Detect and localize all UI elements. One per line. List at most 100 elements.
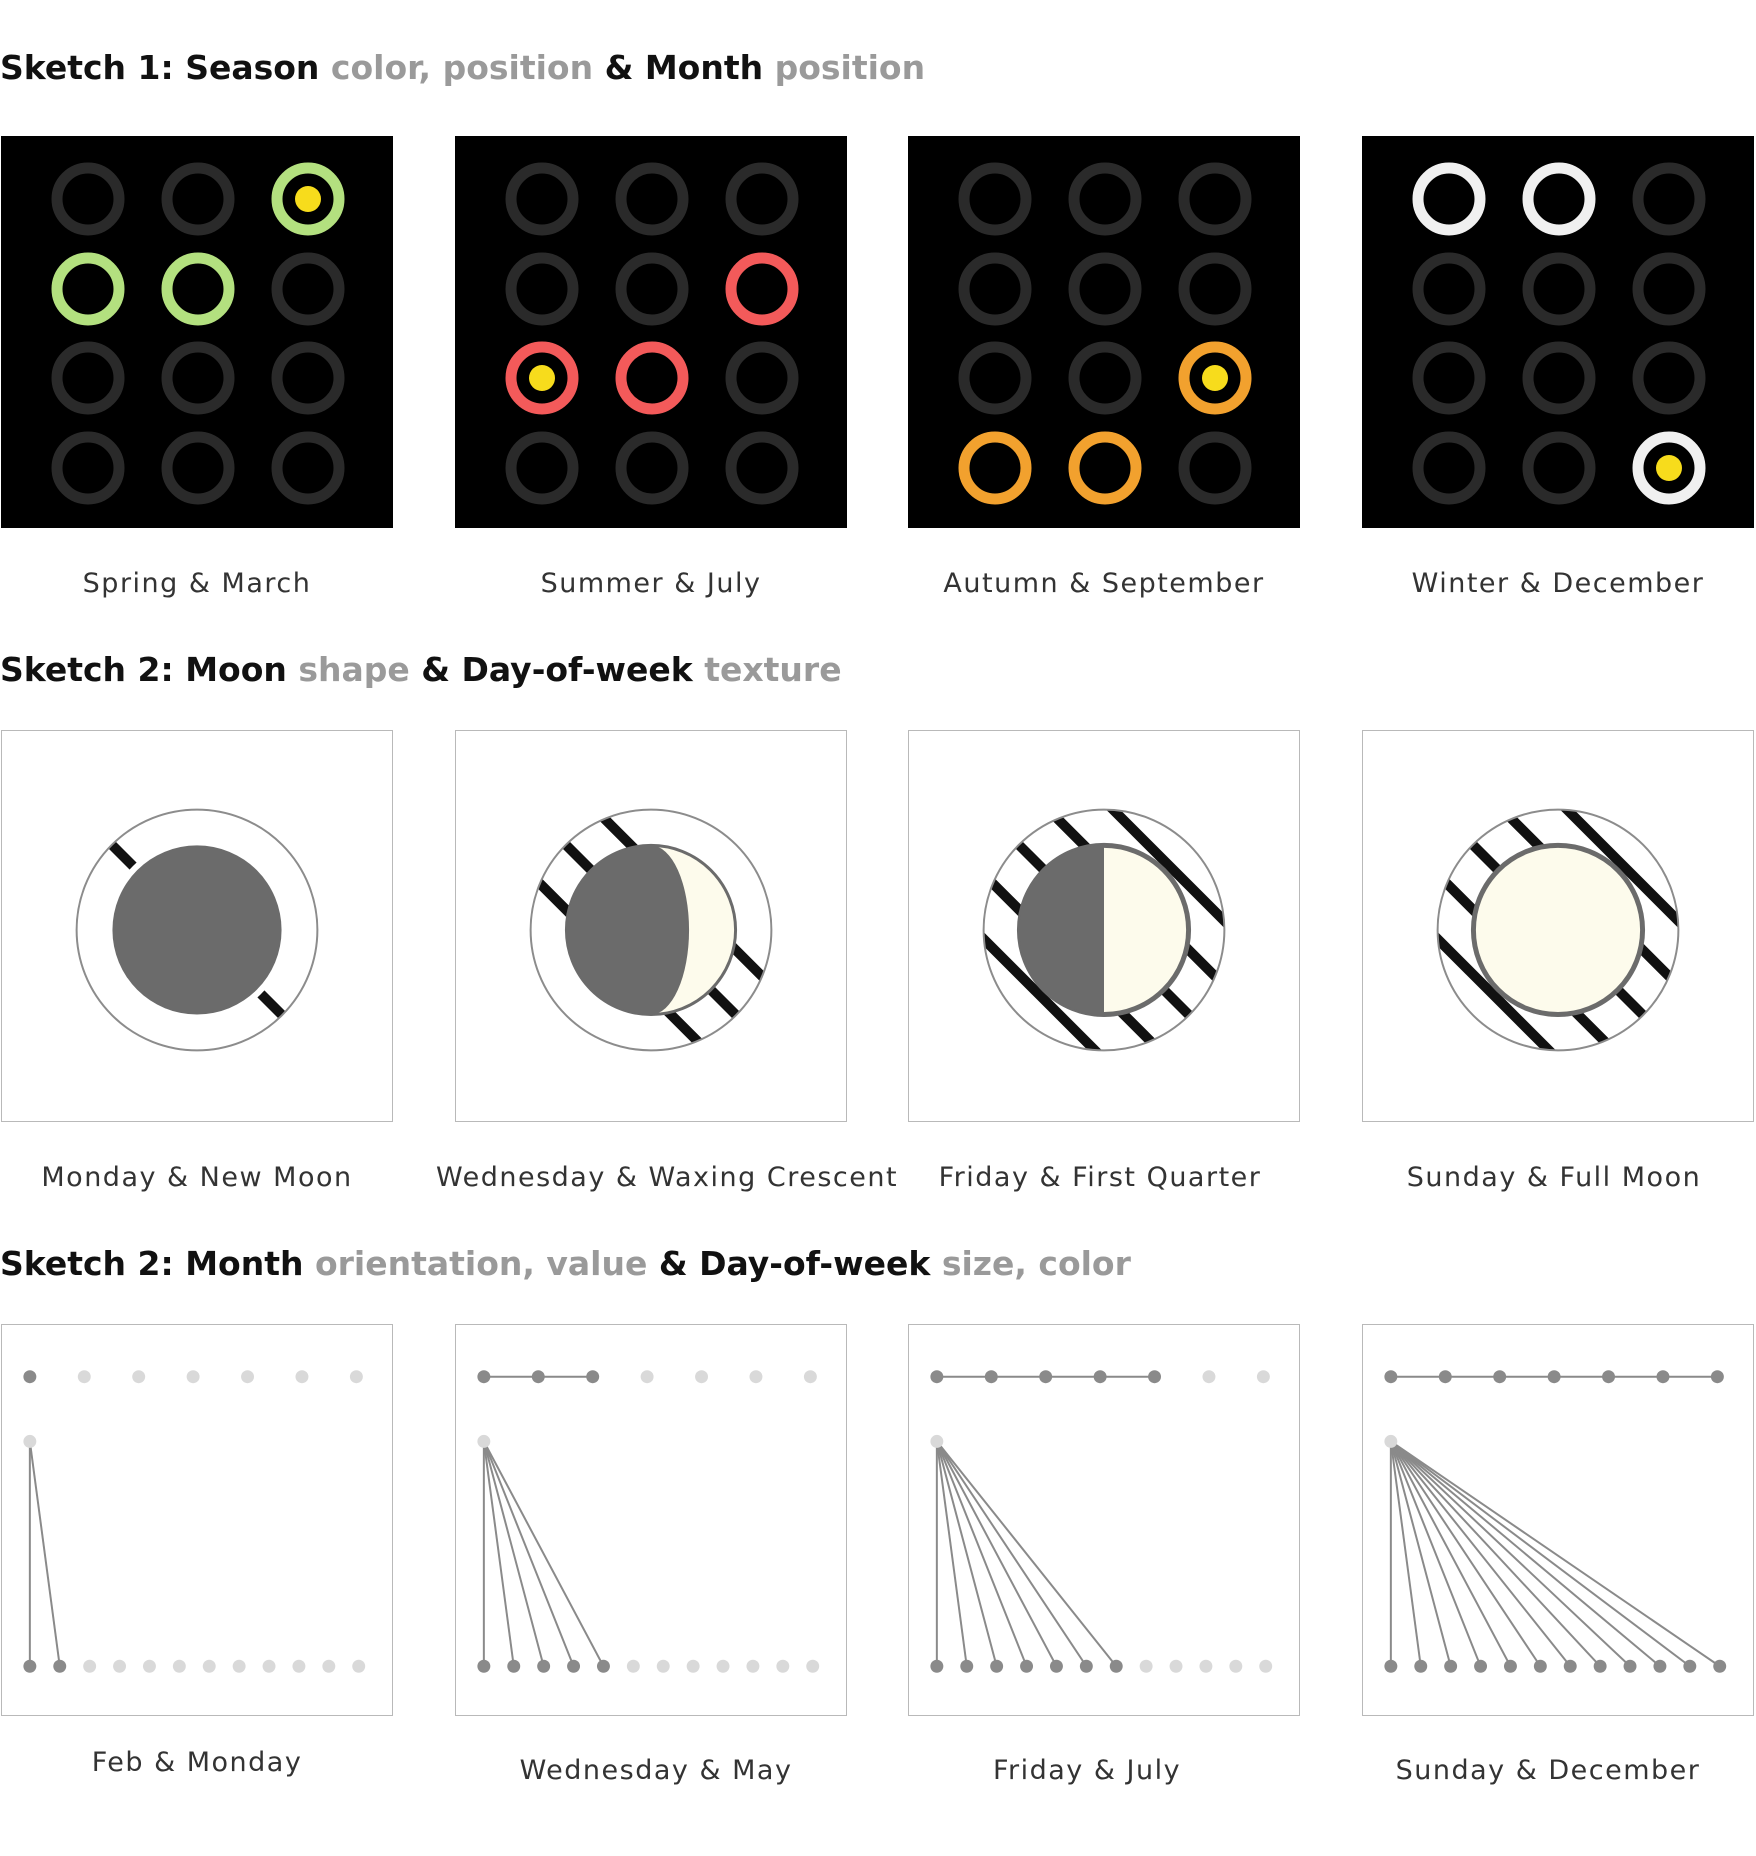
month-dot [53,1659,67,1673]
month-dot [172,1659,186,1673]
season-ring [725,252,799,326]
weekday-dot [1384,1370,1398,1384]
month-dot [1259,1659,1273,1673]
weekday-dot [1656,1370,1670,1384]
origin-dot [930,1434,944,1448]
heading-segment: Season [185,48,331,87]
empty-ring [1412,431,1486,505]
empty-ring [1178,162,1252,236]
season-ring [1522,162,1596,236]
sketch2b-panel-friday-july [908,1324,1300,1716]
empty-ring [505,431,579,505]
sketch2a-panel-waxing-crescent [455,730,847,1122]
month-dot [930,1659,944,1673]
season-ring [271,162,345,236]
season-ring [1178,341,1252,415]
month-ray [482,1441,545,1667]
weekday-dot [803,1370,817,1384]
stripe [1437,850,1638,1051]
dot-fan [930,1370,1273,1673]
heading-segment: texture [704,650,842,689]
outer-circle [75,808,319,1052]
empty-ring [1178,431,1252,505]
empty-ring [1412,341,1486,415]
dot-fan [477,1370,820,1673]
empty-ring [725,162,799,236]
weekday-dot [241,1370,255,1384]
origin-dot [23,1434,37,1448]
heading-segment: Month [185,1244,315,1283]
weekday-dot [531,1370,545,1384]
season-ring [51,252,125,326]
month-dot [1563,1659,1577,1673]
full-moon [1470,842,1646,1018]
ring-grid [1412,162,1706,505]
heading-segment: & Month [604,48,775,87]
heading-segment: Moon [185,650,299,689]
moon-shadow [566,845,690,1015]
weekday-dot [23,1370,37,1384]
season-ring [958,431,1032,505]
sketch2a-caption: Wednesday & Waxing Crescent [436,1162,899,1193]
month-ray [482,1441,515,1667]
month-dot [1533,1659,1547,1673]
sketch2b-panel-wednesday-may [455,1324,847,1716]
month-dot [352,1659,366,1673]
month-dot [1653,1659,1667,1673]
weekday-dot [1602,1370,1616,1384]
outer-circle [1436,808,1680,1052]
month-dot [1683,1659,1697,1673]
moon-shadow [1019,845,1104,1015]
sketch2a-panel-new-moon [1,730,393,1122]
month-ray [936,1440,1088,1667]
moon-glyph [982,808,1226,1052]
season-ring [1632,431,1706,505]
sketch1-heading: Sketch 1: Season color, position & Month… [0,48,925,88]
ring-grid [958,162,1252,505]
sketch1-caption: Spring & March [82,568,312,599]
month-ray [935,1441,998,1667]
heading-segment: & Day-of-week [421,650,705,689]
month-dot [686,1659,700,1673]
empty-ring [51,431,125,505]
empty-ring [271,341,345,415]
heading-segment: orientation, value [314,1244,659,1283]
sketch2b-caption: Feb & Monday [91,1747,303,1778]
empty-ring [1522,252,1596,326]
month-dot [202,1659,216,1673]
month-dot [1593,1659,1607,1673]
sketch2a-panel-full-moon [1362,730,1754,1122]
weekday-dot [1202,1370,1216,1384]
heading-segment: Sketch 2: [0,1244,186,1283]
month-ray [482,1441,575,1667]
heading-segment: Sketch 2: [0,650,186,689]
weekday-dot [349,1370,363,1384]
moon-glyph [75,808,319,1052]
weekday-dot [1256,1370,1270,1384]
empty-ring [271,431,345,505]
month-ray [1390,1440,1721,1668]
weekday-dot [132,1370,146,1384]
month-dot [1199,1659,1213,1673]
month-dot [507,1659,521,1673]
month-dot [113,1659,127,1673]
sketch2b-heading: Sketch 2: Month orientation, value & Day… [0,1244,1131,1284]
sketch2b-caption: Wednesday & May [519,1755,793,1786]
month-dot [1049,1659,1063,1673]
empty-ring [725,431,799,505]
month-dot [262,1659,276,1673]
month-ray [936,1440,1118,1667]
weekday-dot [984,1370,998,1384]
empty-ring [1632,162,1706,236]
moon-glyph [529,808,773,1052]
month-dot [1474,1659,1488,1673]
empty-ring [615,252,689,326]
season-ring [1068,431,1142,505]
month-dot [596,1659,610,1673]
month-dot [295,186,321,212]
empty-ring [958,252,1032,326]
empty-ring [1068,341,1142,415]
month-ray [1390,1440,1631,1667]
month-dot [1623,1659,1637,1673]
weekday-dot [1148,1370,1162,1384]
